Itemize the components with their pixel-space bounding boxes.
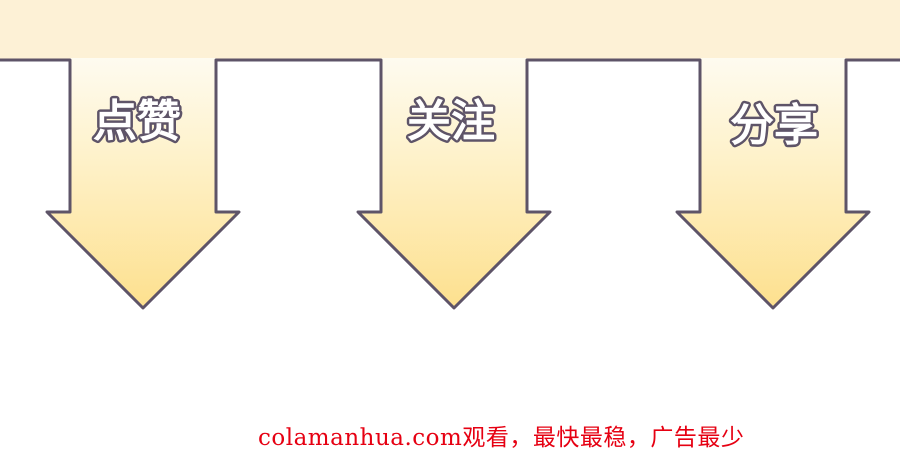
share-arrow-icon[interactable] (677, 58, 869, 308)
follow-arrow-icon[interactable] (358, 58, 550, 308)
share-label: 分享 (730, 100, 818, 151)
like-arrow-icon[interactable] (47, 58, 239, 308)
follow-label: 关注 (407, 96, 495, 147)
banner-outline (0, 58, 900, 310)
like-label: 点赞 (93, 96, 181, 147)
watermark-text: colamanhua.com观看，最快最稳，广告最少 (258, 425, 745, 451)
